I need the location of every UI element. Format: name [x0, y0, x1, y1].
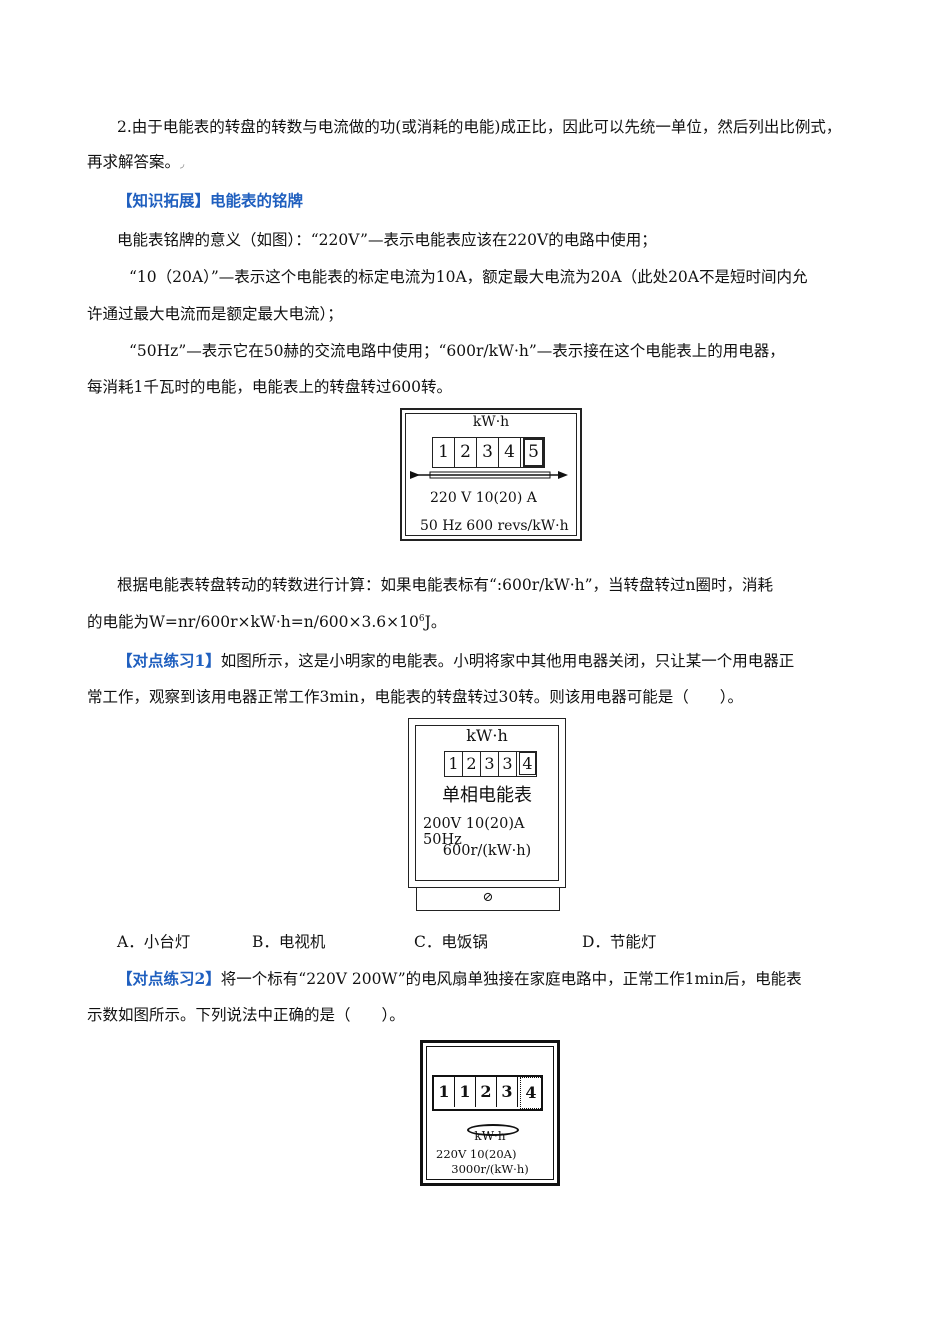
meter-frame [405, 413, 577, 536]
meter-digit: 2 [455, 438, 477, 467]
section2-line1: 2.由于电能表的转盘的转数与电流做的功(或消耗的电能)成正比，因此可以先统一单位… [117, 118, 842, 136]
meter-frame [415, 725, 559, 881]
rotation-arrow-icon [410, 471, 568, 479]
exercise2-line2: 示数如图所示。下列说法中正确的是（ ）。 [87, 1006, 405, 1024]
meter-digit-counter: 1 2 3 3 4 [444, 751, 537, 777]
option-a: A．小台灯 [117, 933, 191, 951]
option-d: D．节能灯 [582, 933, 657, 951]
calc-line1: 根据电能表转盘转动的转数进行计算：如果电能表标有“:600r/kW·h”，当转盘… [117, 576, 774, 594]
extension-p3-line1: “50Hz”—表示它在50赫的交流电路中使用；“600r/kW·h”—表示接在这… [129, 342, 785, 360]
calc-line2: 的电能为W=nr/600r×kW·h=n/600×3.6×106J。 [87, 613, 447, 631]
meter-frame [426, 1046, 554, 1180]
meter-nameplate-figure: kW·h 1 2 3 4 5 220 V 10(20) A 50 Hz 600 … [400, 408, 582, 541]
option-b: B．电视机 [252, 933, 326, 951]
meter-digit-counter: 1 2 3 4 5 [432, 437, 545, 468]
meter-rev-spec: 3000r/(kW·h) [451, 1162, 529, 1176]
meter-digit: 1 [445, 752, 463, 776]
meter-unit-label: kW·h [472, 414, 510, 430]
meter-base-symbol-icon: ⊘ [482, 890, 494, 905]
extension-p2-line2: 许通过最大电流而是额定最大电流）； [87, 305, 343, 323]
meter-digit: 3 [481, 752, 499, 776]
meter-decimal-digit: 5 [523, 438, 544, 467]
meter-digit: 3 [477, 438, 499, 467]
exercise2-line1: 【对点练习2】将一个标有“220V 200W”的电风扇单独接在家庭电路中，正常工… [117, 969, 802, 988]
rotating-disc-icon [467, 1124, 519, 1136]
meter-digit: 4 [499, 438, 521, 467]
meter-digit: 1 [433, 438, 455, 467]
meter-unit-label: kW·h [466, 726, 508, 745]
meter-rating-spec: 200V 10(20)A 50Hz [423, 816, 525, 848]
exercise1-line1: 【对点练习1】如图所示，这是小明家的电能表。小明将家中其他用电器关闭，只让某一个… [117, 651, 795, 670]
extension-p1: 电能表铭牌的意义（如图）：“220V”—表示电能表应该在220V的电路中使用； [117, 231, 657, 249]
meter-rev-spec: 600r/(kW·h) [442, 843, 532, 859]
extension-p3-line2: 每消耗1千瓦时的电能，电能表上的转盘转过600转。 [87, 378, 452, 396]
extension-heading: 【知识拓展】电能表的铭牌 [117, 191, 304, 210]
section2-line2: 再求解答案。◞ [87, 153, 185, 171]
meter-digit: 3 [499, 752, 517, 776]
meter-name-label: 单相电能表 [442, 785, 532, 806]
meter-digit-counter: 1 1 2 3 4 [432, 1075, 543, 1111]
meter-voltage-current-spec: 220 V 10(20) A [430, 490, 537, 506]
single-phase-meter-figure: kW·h 1 2 3 3 4 单相电能表 200V 10(20)A 50Hz 6… [408, 718, 566, 888]
meter-unit-label: kW·h [474, 1129, 506, 1143]
meter-base: ⊘ [416, 887, 560, 911]
meter-decimal-digit: 4 [520, 1077, 541, 1109]
meter-rating-spec: 220V 10(20A) [436, 1147, 517, 1161]
meter-frequency-rev-spec: 50 Hz 600 revs/kW·h [420, 518, 569, 534]
exercise1-line2: 常工作，观察到该用电器正常工作3min，电能表的转盘转过30转。则该用电器可能是… [87, 688, 743, 706]
meter-digit: 1 [455, 1077, 476, 1107]
extension-p2-line1: “10（20A）”—表示这个电能表的标定电流为10A，额定最大电流为20A（此处… [129, 268, 808, 286]
option-c: C．电饭锅 [414, 933, 488, 951]
meter-digit: 2 [476, 1077, 497, 1107]
meter-digit: 1 [434, 1077, 455, 1107]
meter-decimal-digit: 4 [519, 752, 536, 775]
meter-reading-figure: 1 1 2 3 4 kW·h 220V 10(20A) 3000r/(kW·h) [420, 1040, 560, 1186]
meter-digit: 2 [463, 752, 481, 776]
meter-digit: 3 [497, 1077, 518, 1107]
